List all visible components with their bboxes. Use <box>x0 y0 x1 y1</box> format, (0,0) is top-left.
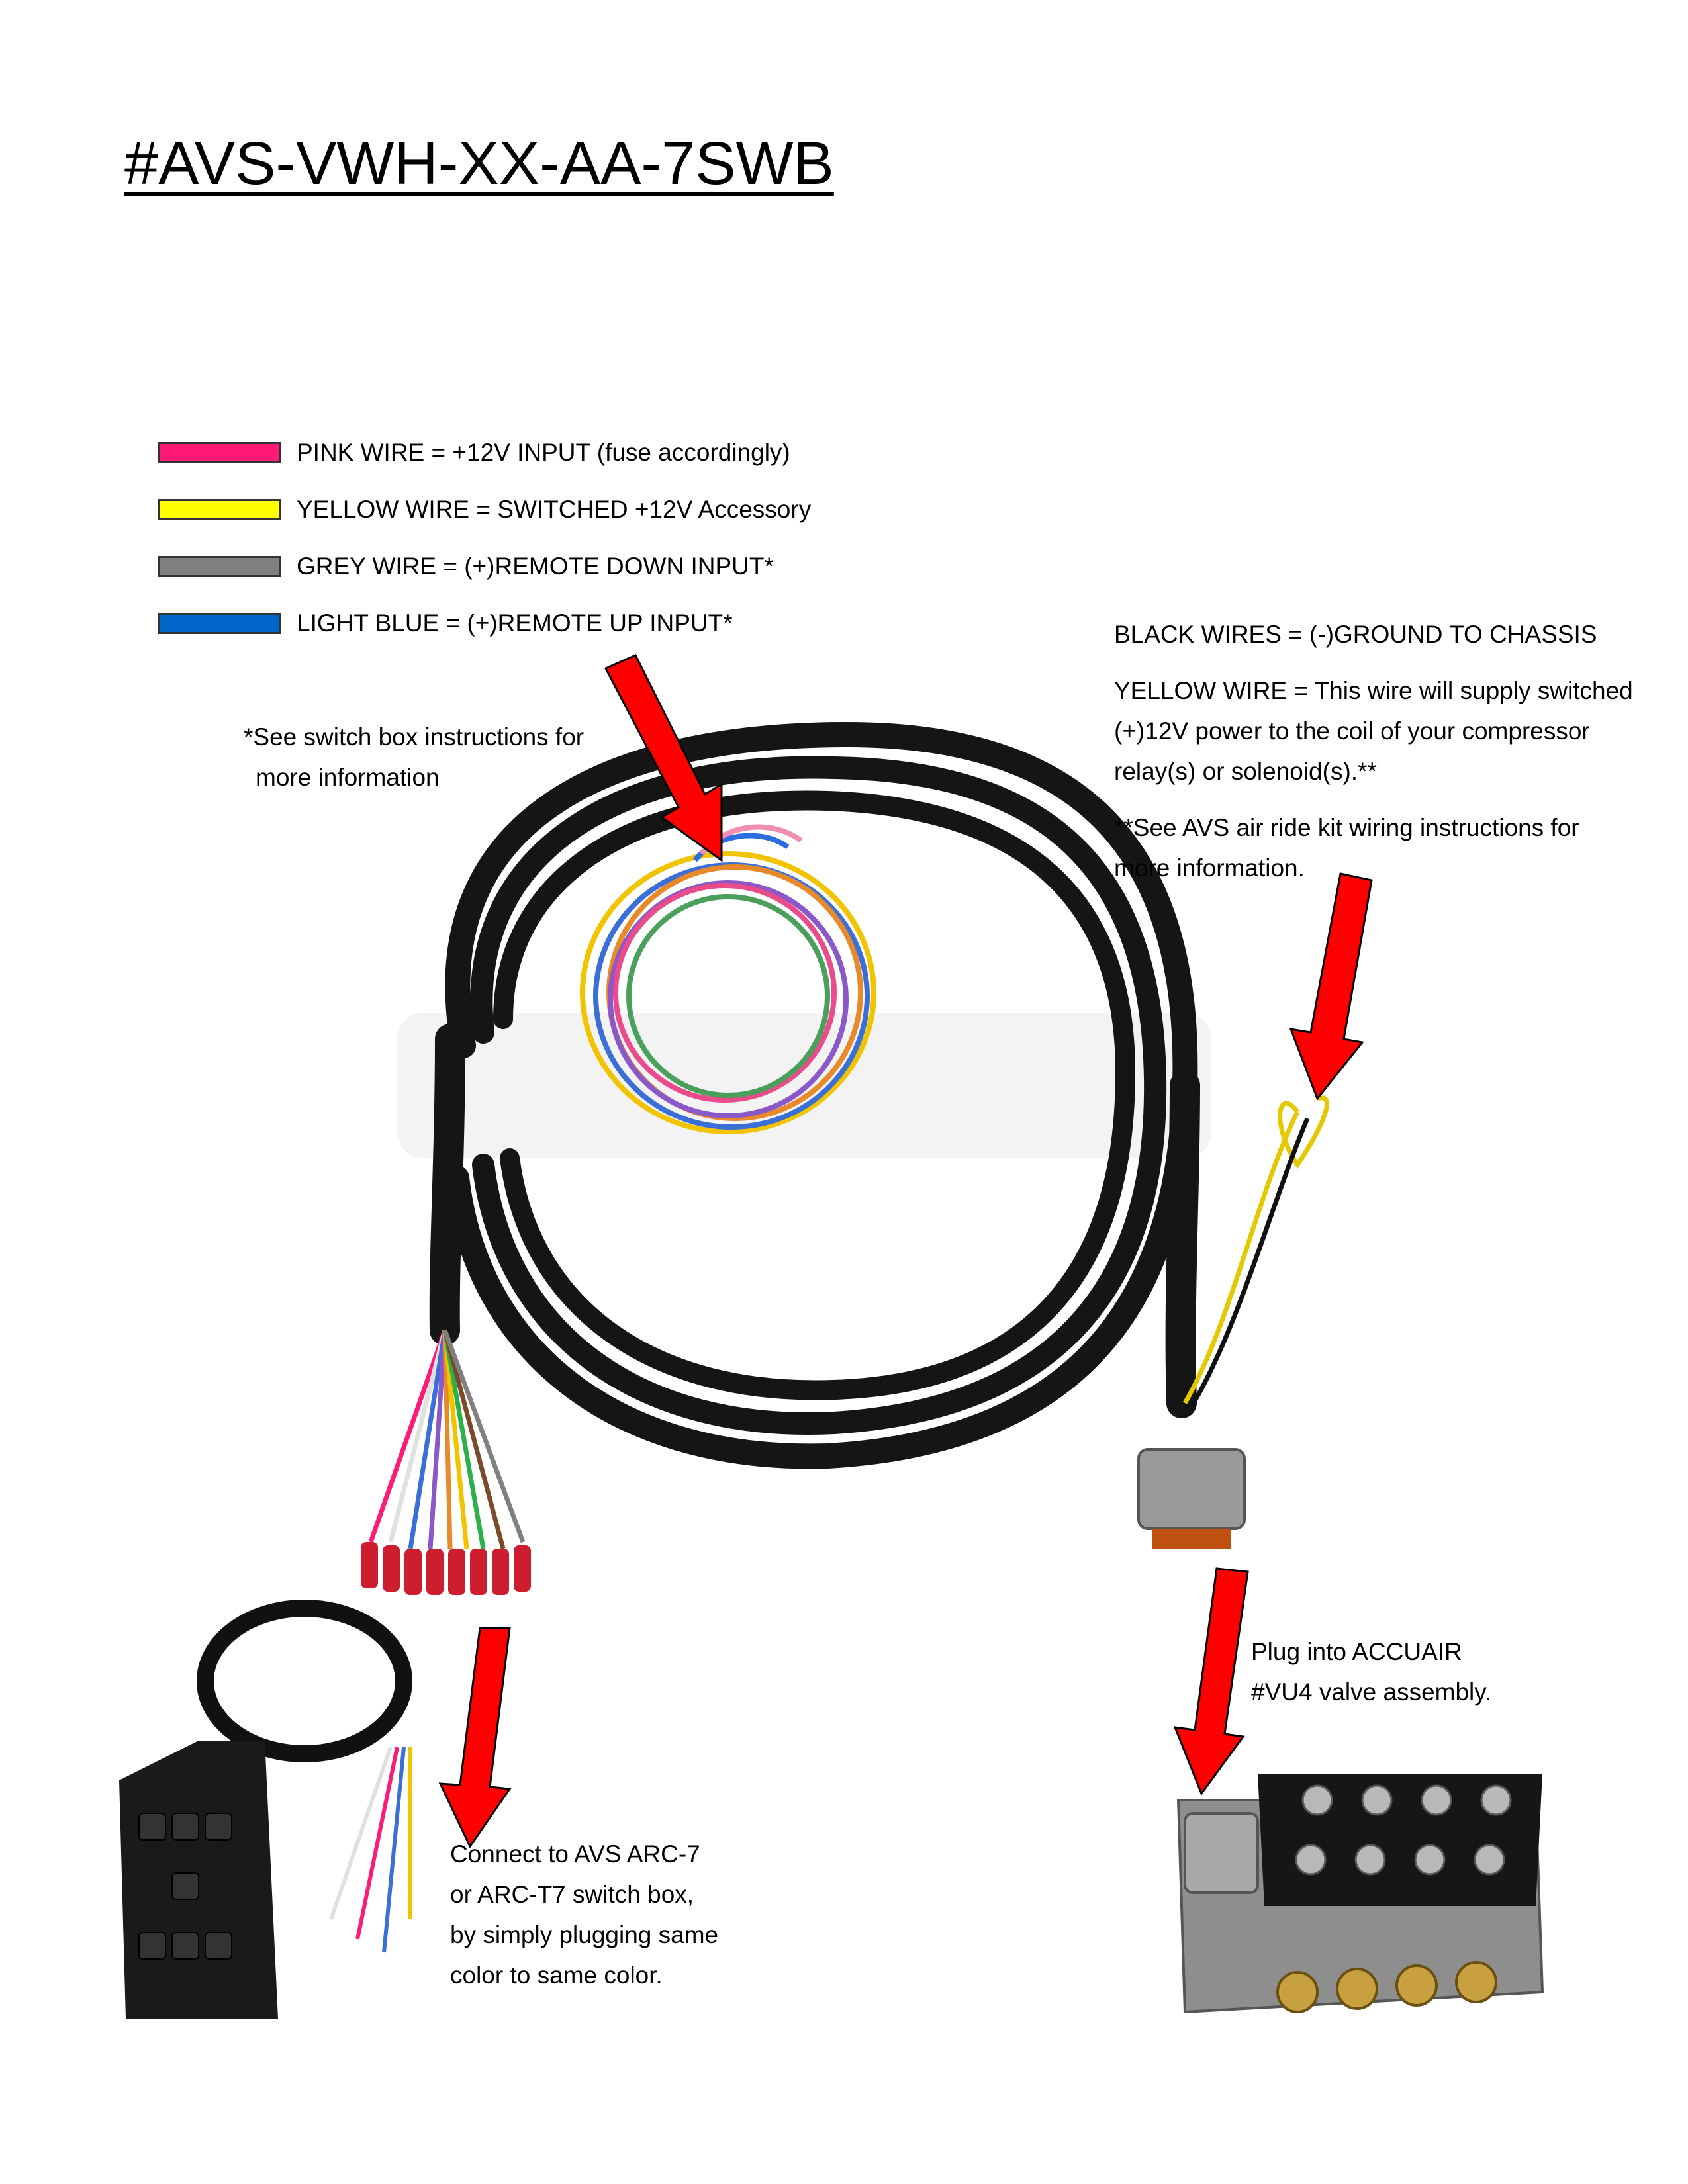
legend-yellow-text: YELLOW WIRE = SWITCHED +12V Accessory <box>297 496 812 523</box>
connect-note: Connect to AVS ARC-7 or ARC-T7 switch bo… <box>450 1834 718 1995</box>
arrow-to-switchbox <box>438 1627 512 1848</box>
connect-note-line-4: color to same color. <box>450 1962 663 1989</box>
connect-note-line-3: by simply plugging same <box>450 1921 719 1948</box>
legend-grey: GREY WIRE = (+)REMOTE DOWN INPUT* <box>158 547 774 586</box>
connect-note-line-2: or ARC-T7 switch box, <box>450 1881 694 1908</box>
plug-note-line-2: #VU4 valve assembly. <box>1251 1678 1492 1706</box>
switchbox-note-line-1: *See switch box instructions for <box>244 723 585 751</box>
yellow-pigtail <box>1182 1095 1329 1408</box>
switchbox-note: *See switch box instructions for more in… <box>244 717 584 797</box>
plug-note: Plug into ACCUAIR #VU4 valve assembly. <box>1251 1631 1491 1712</box>
switch-box <box>119 1600 412 2019</box>
right-notes: BLACK WIRES = (-)GROUND TO CHASSIS YELLO… <box>1114 614 1633 888</box>
grey-swatch <box>158 556 281 577</box>
kit-note-line-1: **See AVS air ride kit wiring instructio… <box>1114 814 1579 841</box>
grey-connector <box>1137 1448 1246 1549</box>
yellow-wire-note-line-1: YELLOW WIRE = This wire will supply swit… <box>1114 677 1633 704</box>
switchbox-note-line-2: more information <box>256 764 440 791</box>
arrow-to-coil <box>604 654 723 862</box>
legend-grey-text: GREY WIRE = (+)REMOTE DOWN INPUT* <box>297 553 774 580</box>
document-title: #AVS-VWH-XX-AA-7SWB <box>124 130 834 197</box>
braided-harness <box>429 721 1200 1469</box>
plug-note-line-1: Plug into ACCUAIR <box>1251 1638 1462 1665</box>
connect-note-line-1: Connect to AVS ARC-7 <box>450 1841 700 1868</box>
black-wires-note: BLACK WIRES = (-)GROUND TO CHASSIS <box>1114 621 1597 648</box>
arrow-to-pigtail <box>1289 872 1373 1101</box>
blue-swatch <box>158 613 281 634</box>
yellow-swatch <box>158 499 281 520</box>
legend-blue: LIGHT BLUE = (+)REMOTE UP INPUT* <box>158 604 733 643</box>
legend-pink-text: PINK WIRE = +12V INPUT (fuse accordingly… <box>297 439 790 466</box>
ring-terminals <box>361 1542 531 1595</box>
fanout-wires <box>368 1329 526 1549</box>
yellow-wire-note-line-2: (+)12V power to the coil of your compres… <box>1114 717 1590 745</box>
legend-pink: PINK WIRE = +12V INPUT (fuse accordingly… <box>158 433 790 473</box>
kit-note-line-2: more information. <box>1114 854 1305 882</box>
legend-yellow: YELLOW WIRE = SWITCHED +12V Accessory <box>158 490 811 529</box>
red-arrows <box>438 654 1373 1848</box>
yellow-wire-note-line-3: relay(s) or solenoid(s).** <box>1114 758 1377 785</box>
wire-coil <box>580 824 876 1134</box>
arrow-to-valve <box>1173 1567 1249 1796</box>
pink-swatch <box>158 442 281 463</box>
legend-blue-text: LIGHT BLUE = (+)REMOTE UP INPUT* <box>297 610 733 637</box>
valve-block <box>1176 1774 1544 2014</box>
